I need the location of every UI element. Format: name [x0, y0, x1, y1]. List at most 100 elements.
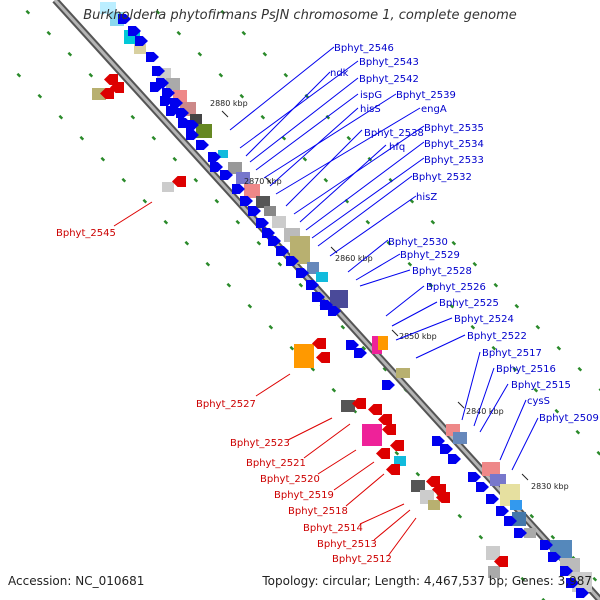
forward-gene-arrow	[128, 26, 141, 36]
feature-block	[134, 44, 146, 54]
feature-block	[307, 262, 319, 274]
forward-gene-arrow	[328, 306, 341, 316]
leader-line	[113, 201, 153, 227]
tick-label-2840: 2840 kbp	[466, 407, 504, 416]
label-engA: engA	[421, 104, 447, 115]
guide-dot	[386, 240, 392, 246]
forward-strand-genes	[118, 14, 589, 598]
label-Bphyt_2534: Bphyt_2534	[424, 139, 484, 150]
label-Bphyt_2539: Bphyt_2539	[396, 90, 456, 101]
guide-dot	[260, 114, 266, 120]
label-Bphyt_2519: Bphyt_2519	[274, 490, 334, 501]
guide-dot	[470, 324, 476, 330]
feature-block	[294, 344, 314, 368]
guide-dot	[556, 345, 562, 351]
forward-gene-arrow	[514, 528, 527, 538]
guide-dot	[226, 282, 232, 288]
guide-dot	[331, 387, 337, 393]
guide-dot	[302, 156, 308, 162]
leader-line	[305, 141, 425, 231]
feature-block	[372, 336, 382, 354]
forward-gene-arrow	[220, 170, 233, 180]
forward-gene-arrow	[118, 14, 131, 24]
reverse-gene-arrow	[494, 556, 508, 567]
guide-dot	[247, 303, 253, 309]
leader-line	[329, 195, 417, 257]
label-ispG: ispG	[360, 90, 382, 101]
guide-dot	[262, 51, 268, 57]
leader-line	[303, 423, 351, 459]
guide-dot	[535, 324, 541, 330]
leader-line	[387, 517, 417, 557]
guide-dot	[277, 261, 283, 267]
feature-blocks	[92, 2, 592, 592]
feature-block	[428, 500, 440, 510]
forward-gene-labels: Bphyt_2546 Bphyt_2543 ndk Bphyt_2542 isp…	[229, 43, 599, 471]
feature-block	[330, 290, 348, 308]
label-Bphyt_2522: Bphyt_2522	[467, 331, 527, 342]
guide-dot	[310, 366, 316, 372]
guide-dot	[415, 471, 421, 477]
feature-block	[411, 480, 425, 492]
reverse-gene-arrow	[436, 492, 450, 503]
guide-dot	[100, 156, 106, 162]
label-Bphyt_2524: Bphyt_2524	[454, 314, 514, 325]
forward-gene-arrow	[276, 246, 289, 256]
feature-block	[486, 546, 500, 560]
label-Bphyt_2512: Bphyt_2512	[332, 554, 392, 565]
leader-line	[391, 301, 438, 327]
reverse-gene-labels: Bphyt_2545 Bphyt_2527 Bphyt_2523 Bphyt_2…	[56, 201, 417, 565]
forward-gene-arrow	[504, 516, 517, 526]
feature-block	[453, 432, 467, 444]
leader-line	[479, 383, 509, 433]
feature-block	[100, 2, 116, 14]
feature-block	[316, 272, 328, 282]
feature-block	[482, 462, 500, 476]
guide-dot	[472, 261, 478, 267]
guide-dot	[220, 9, 226, 15]
forward-gene-arrow	[196, 140, 209, 150]
label-Bphyt_2515: Bphyt_2515	[511, 380, 571, 391]
guide-dot	[428, 282, 434, 288]
tick-mark	[221, 110, 229, 118]
forward-gene-arrow	[440, 444, 453, 454]
feature-block	[510, 500, 522, 510]
forward-gene-arrow	[354, 348, 367, 358]
leader-line	[311, 157, 425, 239]
label-Bphyt_2528: Bphyt_2528	[412, 266, 472, 277]
feature-block	[256, 196, 270, 208]
forward-gene-arrow	[208, 152, 221, 162]
feature-block	[236, 172, 250, 184]
forward-gene-arrow	[186, 130, 199, 140]
feature-block	[264, 206, 276, 216]
forward-gene-arrow	[496, 506, 509, 516]
guide-dot	[79, 135, 85, 141]
forward-gene-arrow	[162, 88, 175, 98]
forward-gene-arrow	[232, 184, 245, 194]
forward-gene-arrow	[312, 292, 325, 302]
guide-dot	[235, 219, 241, 225]
feature-block	[362, 424, 382, 446]
leader-line	[317, 175, 413, 247]
guide-dot	[520, 576, 526, 582]
guide-dot	[550, 534, 556, 540]
leader-line	[359, 269, 411, 287]
forward-gene-arrow	[135, 36, 148, 46]
forward-gene-arrow	[486, 494, 499, 504]
label-Bphyt_2543: Bphyt_2543	[359, 57, 419, 68]
label-Bphyt_2517: Bphyt_2517	[482, 348, 542, 359]
guide-dot	[592, 576, 598, 582]
leader-line	[395, 317, 453, 341]
guide-dot	[25, 9, 31, 15]
guide-dot	[529, 513, 535, 519]
feature-block	[396, 368, 410, 378]
leader-line	[249, 77, 359, 163]
forward-gene-arrow	[160, 96, 173, 106]
label-Bphyt_2535: Bphyt_2535	[424, 123, 484, 134]
reverse-gene-arrow	[368, 404, 382, 415]
label-Bphyt_2509: Bphyt_2509	[539, 413, 599, 424]
feature-block	[92, 88, 106, 100]
map-title: Burkholderia phytofirmans PsJN chromosom…	[83, 8, 517, 23]
guide-dot	[193, 177, 199, 183]
